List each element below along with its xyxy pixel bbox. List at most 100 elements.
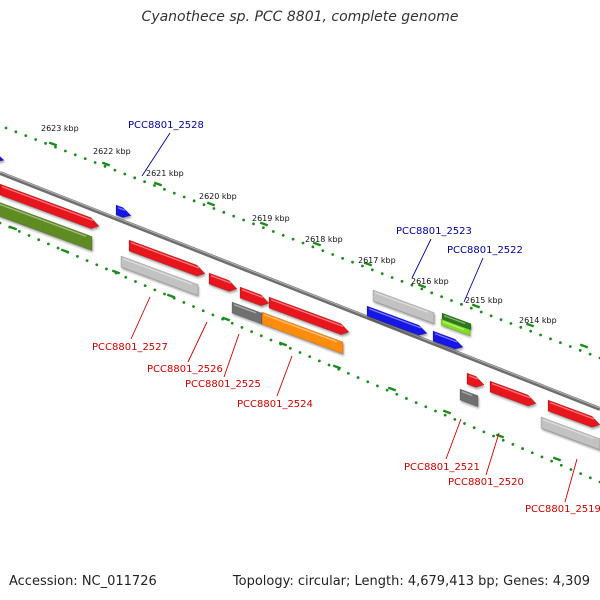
gene-feature-PCC8801_2525-highlight <box>241 289 264 299</box>
tick-dot-upper <box>262 226 265 230</box>
gene-feature-light-green-highlight <box>442 321 465 331</box>
tick-dot-lower <box>201 309 205 313</box>
backbone-highlight <box>0 171 600 409</box>
tick-dot-lower <box>511 443 515 446</box>
accession-text: Accession: NC_011726 <box>9 574 157 589</box>
tick-dot-upper <box>222 210 226 214</box>
tick-dot-upper <box>549 337 552 341</box>
tick-dot-upper <box>64 149 67 153</box>
gene-features <box>0 156 600 451</box>
tick-dot-upper <box>192 199 196 203</box>
gene-feature-blue-3-highlight <box>434 333 458 343</box>
tick-dot-upper <box>331 253 335 256</box>
leader-PCC8801_2525 <box>223 333 240 378</box>
leader-PCC8801_2527 <box>130 296 151 340</box>
tick-dot-lower <box>76 255 79 258</box>
tick-dot-lower <box>482 430 486 434</box>
gene-feature-PCC8801_2526-highlight <box>210 275 232 284</box>
leader-PCC8801_2526 <box>187 321 208 363</box>
tick-dots <box>0 126 600 484</box>
tick-mark-upper <box>579 343 589 349</box>
tick-dot-upper <box>212 207 216 210</box>
gene-label-PCC8801_2527: PCC8801_2527 <box>92 342 168 353</box>
tick-mark-upper <box>153 181 163 187</box>
tick-mark-lower <box>166 293 176 299</box>
gene-label-PCC8801_2526: PCC8801_2526 <box>147 364 223 375</box>
gene-feature-PCC8801_2527-highlight <box>122 258 193 285</box>
kbp-label-5: 2618 kbp <box>305 235 343 244</box>
tick-dot-lower <box>453 417 457 421</box>
tick-dot-upper <box>281 233 285 237</box>
kbp-label-4: 2619 kbp <box>252 214 290 223</box>
tick-dot-upper <box>499 318 503 322</box>
tick-dot-upper <box>4 126 8 130</box>
tick-dot-lower <box>492 434 495 438</box>
gene-feature-red-2-highlight <box>270 299 344 327</box>
kbp-label-1: 2622 kbp <box>93 147 131 156</box>
tick-dot-upper <box>133 176 137 180</box>
tick-dot-upper <box>361 264 364 268</box>
gene-feature-PCC8801_2521 <box>466 372 485 388</box>
gene-label-PCC8801_2524: PCC8801_2524 <box>237 399 313 410</box>
gene-feature-PCC8801_2520 <box>489 380 537 407</box>
tick-dot-lower <box>579 472 583 476</box>
tick-mark-lower <box>332 364 342 370</box>
tick-dot-upper <box>400 279 404 283</box>
backbone-line <box>0 171 600 411</box>
tick-mark-lower <box>278 341 288 347</box>
tick-mark-lower <box>495 433 505 439</box>
tick-dot-lower <box>269 338 273 342</box>
tick-dot-upper <box>113 168 117 172</box>
tick-mark-upper <box>206 201 216 207</box>
gene-label-PCC8801_2528: PCC8801_2528 <box>128 120 204 131</box>
tick-dot-lower <box>327 363 331 367</box>
tick-dot-upper <box>568 345 572 348</box>
tick-dot-upper <box>479 310 483 314</box>
leader-PCC8801_2522 <box>463 257 484 303</box>
genome-backbone <box>0 171 600 411</box>
gene-feature-olive-edge-highlight <box>0 203 87 237</box>
tick-dot-lower <box>443 413 447 417</box>
gene-feature-red-2 <box>268 296 350 335</box>
tick-dot-lower <box>501 438 505 442</box>
gene-feature-PCC8801_2523-highlight <box>374 292 429 313</box>
tick-mark-upper <box>417 283 427 289</box>
tick-dot-lower <box>308 355 312 359</box>
leader-PCC8801_2528 <box>141 132 171 177</box>
gene-feature-PCC8801_2520-highlight <box>491 383 531 399</box>
leader-PCC8801_2523 <box>411 238 432 279</box>
tick-dot-upper <box>44 141 47 145</box>
tick-mark-lower <box>442 409 452 415</box>
tick-dot-upper <box>232 214 236 218</box>
tick-dot-lower <box>550 459 554 463</box>
gene-feature-PCC8801_2528 <box>115 204 132 218</box>
kbp-label-2: 2621 kbp <box>146 169 184 178</box>
tick-dot-upper <box>73 153 77 157</box>
tick-dot-upper <box>519 325 523 329</box>
tick-dot-upper <box>410 283 414 287</box>
leader-PCC8801_2519 <box>564 458 578 503</box>
tick-dot-lower <box>540 455 544 459</box>
tick-dot-upper <box>430 291 434 295</box>
kbp-label-7: 2616 kbp <box>411 277 449 286</box>
kbp-label-3: 2620 kbp <box>199 192 237 201</box>
tick-dot-lower <box>182 300 186 304</box>
kbp-label-9: 2614 kbp <box>519 316 557 325</box>
tick-dot-lower <box>346 371 350 375</box>
tick-dot-lower <box>134 280 137 283</box>
map-title: Cyanothece sp. PCC 8801, complete genome <box>141 9 459 25</box>
tick-dot-lower <box>376 384 379 388</box>
gene-feature-red-1-highlight <box>130 242 200 269</box>
leader-PCC8801_2521 <box>445 418 462 460</box>
tick-mark-lower <box>387 386 397 392</box>
tick-dot-lower <box>366 380 370 384</box>
tick-mark-upper <box>525 322 535 328</box>
tick-dot-upper <box>291 237 295 241</box>
leader-PCC8801_2520 <box>485 432 500 476</box>
gene-label-PCC8801_2521: PCC8801_2521 <box>404 462 480 473</box>
gene-feature-PCC8801_2527 <box>120 255 199 296</box>
gene-label-PCC8801_2520: PCC8801_2520 <box>448 477 524 488</box>
tick-dot-upper <box>311 245 315 249</box>
